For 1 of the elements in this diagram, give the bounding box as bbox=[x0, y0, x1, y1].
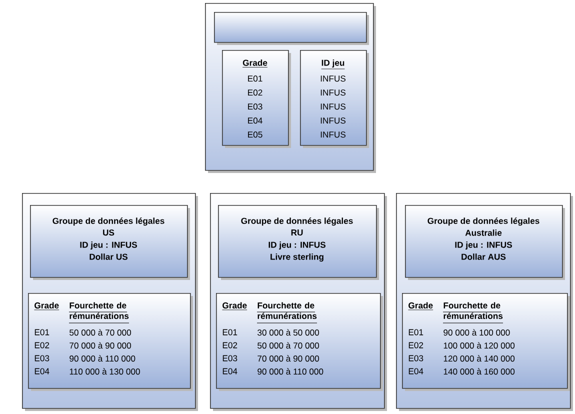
heading-box bbox=[214, 12, 369, 45]
